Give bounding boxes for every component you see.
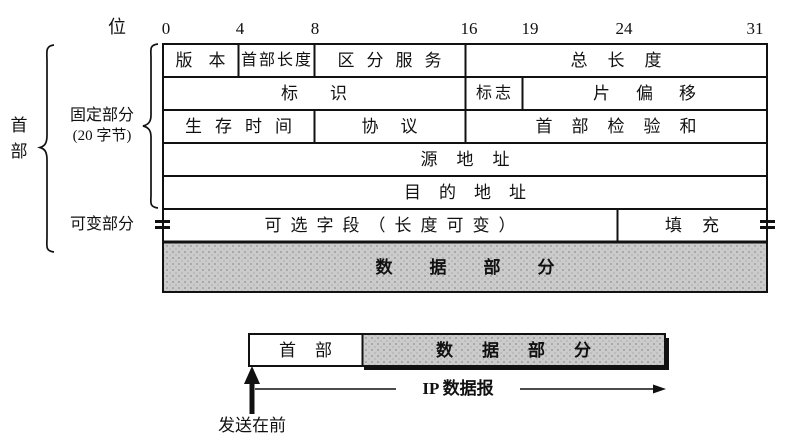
field-header-length: 首部长度 bbox=[240, 51, 313, 69]
field-ttl: 生存时间 bbox=[185, 117, 305, 136]
datagram-span-label: IP 数据报 bbox=[396, 378, 520, 399]
fixed-part-label-line2: (20 字节) bbox=[72, 128, 132, 144]
field-flags: 标志 bbox=[475, 84, 514, 102]
header-side-label: 首部 bbox=[10, 116, 28, 161]
strip-header-label: 首部 bbox=[279, 340, 351, 360]
variable-part-label: 可变部分 bbox=[69, 216, 134, 233]
field-fragment-offset: 片偏移 bbox=[593, 84, 722, 103]
bit-tick-4: 4 bbox=[235, 18, 245, 38]
field-dscp: 区分服务 bbox=[337, 51, 454, 70]
bit-tick-24: 24 bbox=[615, 18, 633, 38]
fixed-part-label-line1: 固定部分 bbox=[69, 107, 134, 124]
bit-tick-8: 8 bbox=[310, 18, 320, 38]
field-protocol: 协议 bbox=[361, 117, 440, 136]
field-source-address: 源地址 bbox=[420, 150, 529, 169]
bit-tick-0: 0 bbox=[161, 18, 171, 38]
field-header-checksum: 首部检验和 bbox=[535, 117, 716, 136]
field-identification: 标识 bbox=[281, 84, 379, 103]
fixed-part-label: 固定部分 (20 字节) bbox=[58, 106, 146, 146]
bit-unit-label: 位 bbox=[108, 17, 126, 37]
field-version: 版本 bbox=[175, 51, 242, 70]
field-data: 数据部分 bbox=[375, 257, 592, 277]
field-padding: 填充 bbox=[665, 216, 739, 235]
bit-tick-31: 31 bbox=[746, 18, 764, 38]
bit-tick-16: 16 bbox=[460, 18, 478, 38]
bit-tick-19: 19 bbox=[521, 18, 539, 38]
sent-first-label: 发送在前 bbox=[218, 415, 286, 435]
sent-first-arrow bbox=[244, 366, 260, 414]
field-destination-address: 目的地址 bbox=[404, 183, 544, 202]
field-total-length: 总长度 bbox=[570, 51, 682, 70]
header-brace bbox=[37, 44, 55, 253]
field-options: 可选字段（长度可变） bbox=[264, 216, 525, 235]
strip-data-label: 数据部分 bbox=[436, 340, 620, 360]
